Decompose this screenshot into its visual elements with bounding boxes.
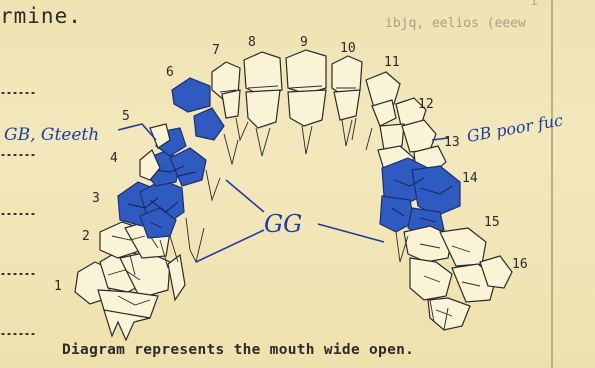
- right-upper-teeth: [352, 72, 446, 174]
- annotation-gb-poor: GB poor fuc: [465, 110, 564, 146]
- pointer-left: [118, 124, 156, 140]
- tooth-number-3: 3: [92, 191, 100, 206]
- tooth-number-1: 1: [54, 279, 62, 294]
- tooth-number-13: 13: [444, 135, 460, 150]
- left-affected-teeth: [118, 78, 224, 238]
- tooth-number-9: 9: [300, 35, 308, 50]
- tooth-number-10: 10: [340, 41, 356, 56]
- pointer-gg-left: [226, 180, 264, 212]
- annotation-gb-gteeth: GB, Gteeth: [4, 125, 99, 145]
- diagram-caption: Diagram represents the mouth wide open.: [62, 342, 414, 358]
- front-teeth: [212, 50, 362, 156]
- tooth-number-15: 15: [484, 215, 500, 230]
- tooth-number-2: 2: [82, 229, 90, 244]
- tooth-number-5: 5: [122, 109, 130, 124]
- tooth-number-11: 11: [384, 55, 400, 70]
- tooth-number-7: 7: [212, 43, 220, 58]
- tooth-number-6: 6: [166, 65, 174, 80]
- tooth-number-14: 14: [462, 171, 478, 186]
- tooth-number-12: 12: [418, 97, 434, 112]
- tooth-number-4: 4: [110, 151, 118, 166]
- pointer-gg-left-lower: [196, 230, 264, 262]
- tooth-number-16: 16: [512, 257, 528, 272]
- tooth-number-8: 8: [248, 35, 256, 50]
- right-affected-teeth: [380, 158, 460, 236]
- left-molars: [75, 220, 185, 340]
- right-molars: [396, 226, 512, 330]
- annotation-gg: GG: [264, 210, 302, 238]
- pointer-gg-right: [318, 224, 384, 242]
